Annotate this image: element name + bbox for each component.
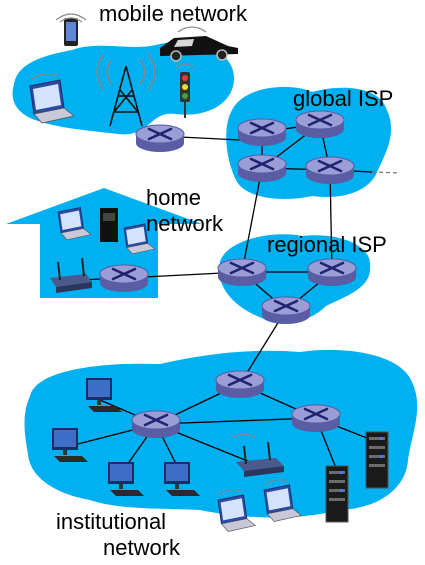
- global-isp-extension-link: [371, 171, 401, 174]
- router-icon: [98, 263, 150, 294]
- smartphone-icon: [55, 13, 87, 46]
- house-icon: [6, 188, 202, 298]
- router-icon: [236, 153, 288, 184]
- desktop-computer-icon: [100, 208, 118, 242]
- server-rack-icon: [325, 465, 349, 523]
- laptop-icon: [29, 73, 75, 124]
- router-icon: [130, 409, 182, 440]
- regional-isp-label: regional ISP: [267, 232, 387, 257]
- router-icon: [236, 117, 288, 148]
- router-icon: [260, 295, 312, 326]
- laptop-icon: [217, 489, 256, 532]
- institutional-network-label-line1: institutional: [56, 509, 167, 534]
- traffic-light-icon: [175, 63, 195, 118]
- regional-isp-cloud: [219, 234, 371, 324]
- wifi-access-point-icon: [231, 433, 284, 477]
- router-icon: [304, 155, 356, 186]
- router-icon: [294, 109, 346, 140]
- laptop-icon: [263, 479, 302, 522]
- car-icon: [160, 26, 238, 62]
- mobile-network-label: mobile network: [99, 1, 247, 26]
- router-icon: [290, 403, 342, 434]
- institutional-network-label-line2: network: [103, 535, 181, 560]
- router-icon: [134, 123, 186, 154]
- cell-tower-icon: [96, 53, 156, 127]
- router-icon: [216, 257, 268, 288]
- home-network-label-line1: home: [146, 185, 202, 210]
- home-network-label-line2: network: [146, 211, 224, 236]
- server-rack-icon: [365, 431, 389, 489]
- router-icon: [306, 257, 358, 288]
- global-isp-label: global ISP: [293, 86, 394, 111]
- wifi-access-point-icon: [50, 257, 92, 293]
- router-icon: [214, 369, 266, 400]
